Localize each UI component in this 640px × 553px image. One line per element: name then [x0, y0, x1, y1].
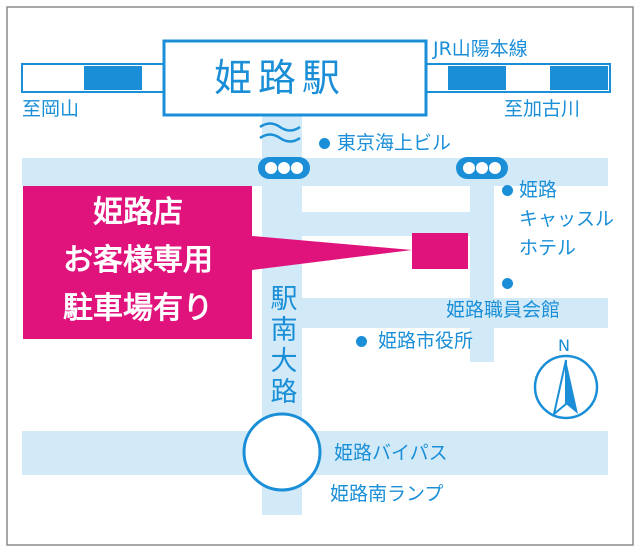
direction-east-label: 至加古川 — [504, 98, 581, 120]
station-box — [162, 39, 428, 117]
compass-icon — [533, 354, 599, 420]
landmark-castle-hotel-line3: ホテル — [519, 237, 577, 259]
traffic-signal-west — [258, 157, 310, 179]
ramp-label: 姫路南ランプ — [330, 483, 444, 505]
road-city-hall — [302, 298, 608, 328]
himeji-minami-ramp-circle — [242, 412, 322, 492]
callout-box — [23, 186, 252, 339]
road-label-char: 大 — [270, 346, 298, 377]
compass-north-label: N — [558, 336, 570, 355]
underpass-symbol — [259, 122, 301, 143]
landmark-city-hall: 姫路市役所 — [378, 330, 474, 352]
landmark-dot-castle-hotel — [502, 185, 513, 196]
callout-pointer — [252, 236, 412, 270]
station-name: 姫路駅 — [214, 56, 347, 100]
landmark-castle-hotel-line1: 姫路 — [519, 179, 558, 201]
landmark-dot-city-hall — [356, 336, 367, 347]
landmark-dot-staff-hall — [502, 278, 513, 289]
road-station-front — [22, 158, 608, 186]
landmark-castle-hotel-line2: キャッスル — [519, 208, 615, 230]
landmark-dot-tokyo-kaijo — [319, 138, 330, 149]
callout-line-parking: 駐車場有り — [63, 291, 213, 326]
traffic-signal-east — [456, 157, 508, 179]
parking-location-marker — [412, 233, 468, 269]
road-bypass-label: 姫路バイパス — [334, 442, 448, 464]
direction-west-label: 至岡山 — [22, 98, 80, 120]
rail-line-label: JR山陽本線 — [433, 38, 528, 60]
jr-sanyo-line — [21, 63, 611, 93]
road-label-char: 南 — [270, 315, 298, 346]
callout-line-store: 姫路店 — [93, 195, 183, 230]
callout-line-customers: お客様専用 — [63, 243, 213, 278]
road-hotel-side — [470, 186, 494, 362]
road-ekimae-odori-label: 駅 南 大 路 — [269, 286, 299, 410]
landmark-staff-hall: 姫路職員会館 — [446, 299, 561, 321]
road-label-char: 路 — [270, 377, 298, 408]
landmark-tokyo-kaijo: 東京海上ビル — [337, 132, 452, 154]
road-hotel-upper — [302, 212, 470, 236]
road-label-char: 駅 — [270, 284, 298, 315]
